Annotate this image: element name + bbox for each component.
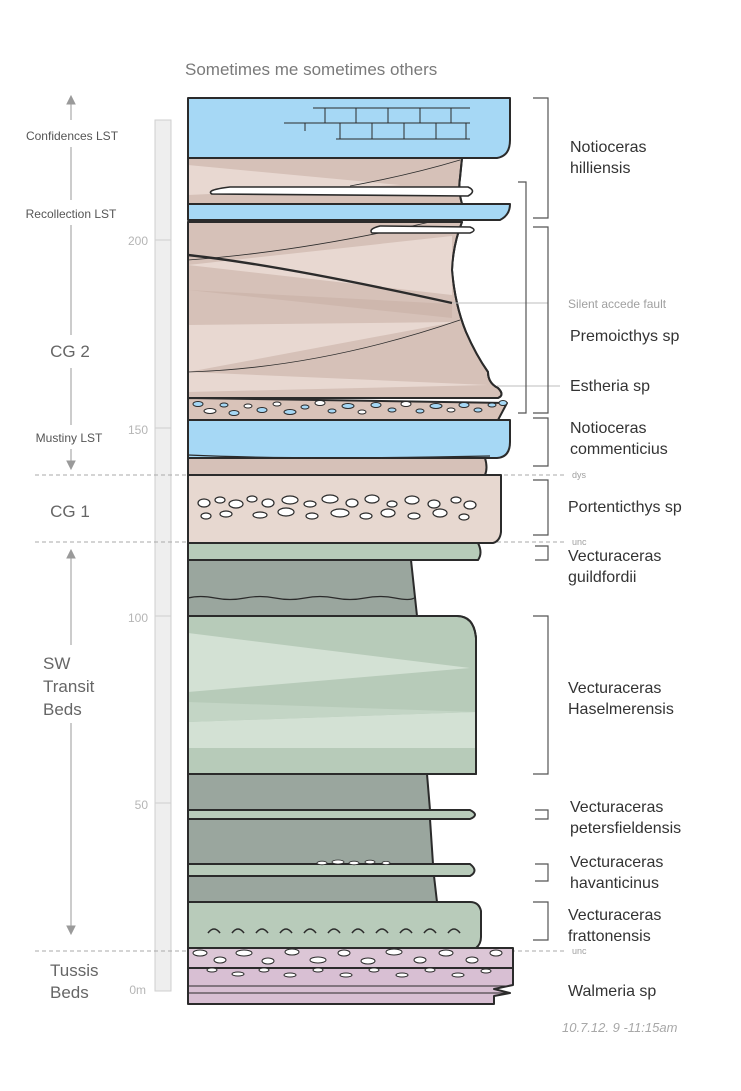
species-notioceras-commenticius-2: commenticius — [570, 441, 668, 458]
bed-petersfieldensis — [187, 809, 476, 820]
fault-label: Silent accede fault — [568, 297, 667, 311]
species-haselmerensis-1: Vecturaceras — [568, 680, 661, 697]
unit-label-sw-line1: SW — [43, 654, 70, 673]
pebbles-tussis — [192, 948, 503, 978]
species-petersfieldensis-2: petersfieldensis — [570, 820, 681, 837]
species-notioceras-hilliensis-2: hilliensis — [570, 160, 630, 177]
shell-symbols — [207, 928, 461, 934]
species-frattonensis-1: Vecturaceras — [568, 907, 661, 924]
species-premoicthys: Premoicthys sp — [570, 328, 679, 345]
scale-tick-100: 100 — [128, 611, 148, 625]
leader-lines — [453, 302, 560, 387]
boundary-label-dys: dys — [572, 470, 587, 480]
species-havanticinus-2: havanticinus — [570, 875, 659, 892]
bed-dark-green-lower — [187, 875, 438, 903]
species-notioceras-commenticius-1: Notioceras — [570, 420, 646, 437]
unit-label-sw-line3: Beds — [43, 700, 82, 719]
bed-estheria-pebble-band — [187, 397, 508, 421]
species-havanticinus-1: Vecturaceras — [570, 854, 663, 871]
species-walmeria: Walmeria sp — [568, 983, 656, 1000]
pebbles-havanticinus — [316, 859, 391, 866]
scale-tick-150: 150 — [128, 423, 148, 437]
timestamp: 10.7.12. 9 -11:15am — [562, 1020, 678, 1035]
bed-tan-lower — [187, 457, 488, 476]
species-haselmerensis-2: Haselmerensis — [568, 701, 674, 718]
bed-dark-green-top — [187, 559, 418, 617]
range-brackets — [518, 97, 549, 941]
bed-dark-green-mid — [187, 818, 434, 865]
species-estheria: Estheria sp — [570, 378, 650, 395]
scale-tick-50: 50 — [135, 798, 149, 812]
bed-notioceras-commenticius — [187, 419, 511, 459]
species-guildfordii-1: Vecturaceras — [568, 548, 661, 565]
species-guildfordii-2: guildfordii — [568, 569, 636, 586]
unit-label-cg2: CG 2 — [50, 342, 90, 361]
species-petersfieldensis-1: Vecturaceras — [570, 799, 663, 816]
species-portenticthys: Portenticthys sp — [568, 499, 682, 516]
unit-label-tussis-line1: Tussis — [50, 961, 99, 980]
lithology-column — [187, 97, 514, 1005]
unit-extent-arrows — [66, 94, 76, 936]
unit-label-tussis-line2: Beds — [50, 983, 89, 1002]
scale-tick-0: 0m — [129, 983, 146, 997]
boundary-label-unc-lower: unc — [572, 946, 587, 956]
pebbles-cg1 — [197, 494, 477, 521]
unit-label-confidences: Confidences LST — [26, 129, 119, 143]
unit-label-sw-line2: Transit — [43, 677, 95, 696]
bed-recollection-blue — [187, 203, 511, 221]
bed-havanticinus — [187, 863, 476, 877]
unit-label-cg1: CG 1 — [50, 502, 90, 521]
scale-bar: 200 150 100 50 0m — [128, 119, 172, 997]
pebbles-estheria — [192, 400, 508, 416]
diagram-title: Sometimes me sometimes others — [185, 60, 437, 79]
bed-dark-green-upper — [187, 773, 431, 811]
scale-tick-200: 200 — [128, 234, 148, 248]
unit-label-mustiny: Mustiny LST — [36, 431, 103, 445]
species-notioceras-hilliensis-1: Notioceras — [570, 139, 646, 156]
boundary-label-unc-upper: unc — [572, 537, 587, 547]
unit-label-recollection: Recollection LST — [26, 207, 117, 221]
limestone-symbol — [284, 107, 470, 140]
bed-guildfordii — [187, 542, 482, 561]
bed-notioceras-hilliensis — [187, 97, 511, 159]
bed-white-lens-upper — [370, 225, 475, 234]
bed-frattonensis — [187, 901, 482, 949]
bed-white-lens-lower — [209, 186, 474, 197]
species-frattonensis-2: frattonensis — [568, 928, 651, 945]
